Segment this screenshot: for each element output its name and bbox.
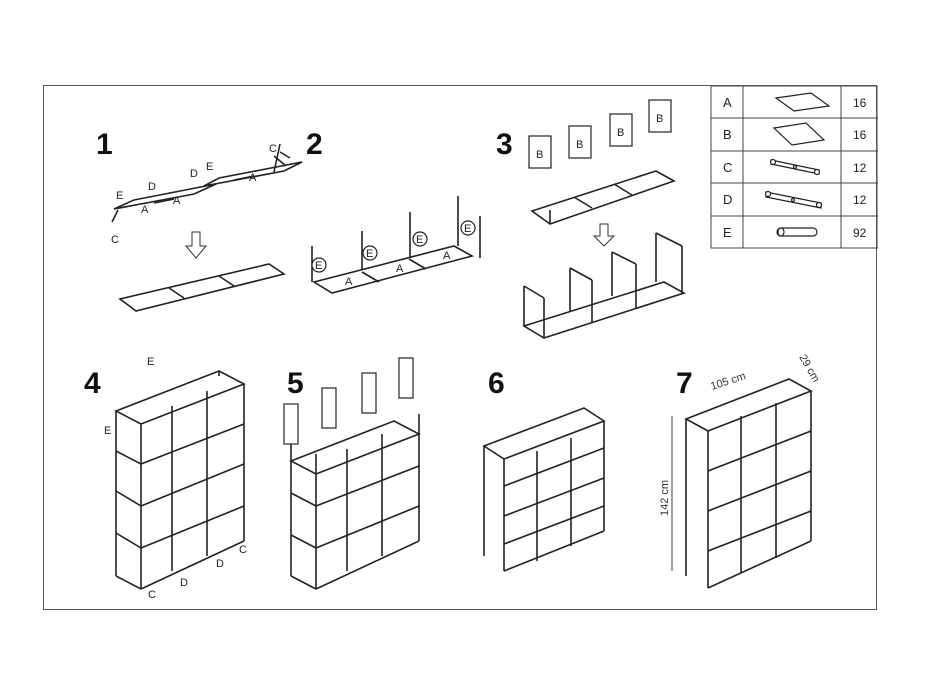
step-number: 6	[488, 367, 505, 400]
step-6-shelf	[482, 407, 606, 572]
step-7-shelf	[684, 378, 813, 589]
label-b: B	[576, 139, 583, 151]
step-5: 5	[283, 357, 421, 590]
label-e: E	[464, 223, 471, 235]
instruction-sheet: A 16 B 16 C 12 D	[43, 85, 879, 610]
part-qty: 12	[853, 161, 867, 175]
step-1-assembled-frame	[118, 263, 286, 312]
label-c: C	[239, 544, 247, 556]
side-panels	[283, 357, 414, 445]
height-dimension: 142 cm	[659, 480, 671, 516]
label-d: D	[180, 577, 188, 589]
label-e: E	[104, 425, 111, 437]
step-2-frame	[311, 196, 481, 294]
label-d: D	[148, 181, 156, 193]
step-3: 3 B B B B	[496, 99, 687, 339]
label-a: A	[249, 172, 257, 184]
step-5-shelf	[289, 414, 421, 590]
connector-callouts: E E E E	[311, 220, 476, 273]
label-a: A	[141, 204, 149, 216]
step-4-shelf	[114, 370, 246, 590]
down-arrow-icon	[592, 223, 616, 247]
label-c: C	[148, 589, 156, 601]
parts-row-d: D 12	[723, 190, 867, 209]
label-d: D	[190, 168, 198, 180]
short-rail-icon	[769, 158, 821, 176]
depth-dimension: 29 cm	[796, 353, 821, 385]
step-number: 7	[676, 367, 693, 400]
label-e: E	[147, 356, 154, 368]
width-dimension: 105 cm	[709, 370, 747, 393]
step-number: 4	[84, 367, 101, 400]
long-rail-icon	[764, 190, 823, 209]
label-b: B	[656, 113, 663, 125]
parts-row-b: B 16	[723, 122, 867, 146]
label-a: A	[396, 263, 404, 275]
down-arrow-icon	[184, 231, 208, 259]
part-qty: 16	[853, 128, 867, 142]
part-letter: E	[723, 225, 732, 240]
step-number: 1	[96, 128, 113, 161]
label-c: C	[269, 143, 277, 155]
step-6: 6	[482, 367, 606, 572]
part-letter: D	[723, 192, 732, 207]
label-e: E	[206, 161, 213, 173]
label-a: A	[173, 195, 181, 207]
label-e: E	[416, 234, 423, 246]
step-7: 7 105 cm 29 cm 142 cm	[659, 353, 822, 589]
step-number: 2	[306, 128, 323, 161]
flat-panel-icon	[774, 92, 831, 112]
step-1-exploded-frame	[111, 143, 303, 223]
part-qty: 92	[853, 226, 867, 240]
label-a: A	[345, 276, 353, 288]
label-c: C	[111, 234, 119, 246]
step-2: 2 A A A E E E E	[306, 128, 481, 294]
parts-table: A 16 B 16 C 12 D	[710, 85, 879, 249]
step-3-frame-top	[530, 170, 676, 225]
part-letter: C	[723, 160, 732, 175]
part-letter: A	[723, 95, 732, 110]
part-letter: B	[723, 127, 732, 142]
connector-tube-icon	[776, 227, 818, 237]
label-a: A	[443, 250, 451, 262]
assembly-diagram: A 16 B 16 C 12 D	[84, 85, 879, 601]
panel-b-group: B B B B	[528, 99, 672, 169]
parts-row-e: E 92	[723, 225, 867, 240]
step-number: 5	[287, 367, 304, 400]
step-number: 3	[496, 128, 513, 161]
label-b: B	[536, 149, 543, 161]
part-qty: 12	[853, 193, 867, 207]
label-e: E	[366, 248, 373, 260]
step-3-frame-bottom	[522, 232, 687, 339]
part-qty: 16	[853, 96, 867, 110]
parts-row-a: A 16	[723, 92, 867, 112]
label-e: E	[116, 190, 123, 202]
flat-panel-icon	[772, 122, 826, 146]
step-1: 1 A A A D D E E C C	[96, 128, 303, 312]
label-d: D	[216, 558, 224, 570]
step-4: 4 E E C C D D	[84, 356, 247, 601]
parts-row-c: C 12	[723, 158, 867, 176]
label-e: E	[315, 260, 322, 272]
label-b: B	[617, 127, 624, 139]
